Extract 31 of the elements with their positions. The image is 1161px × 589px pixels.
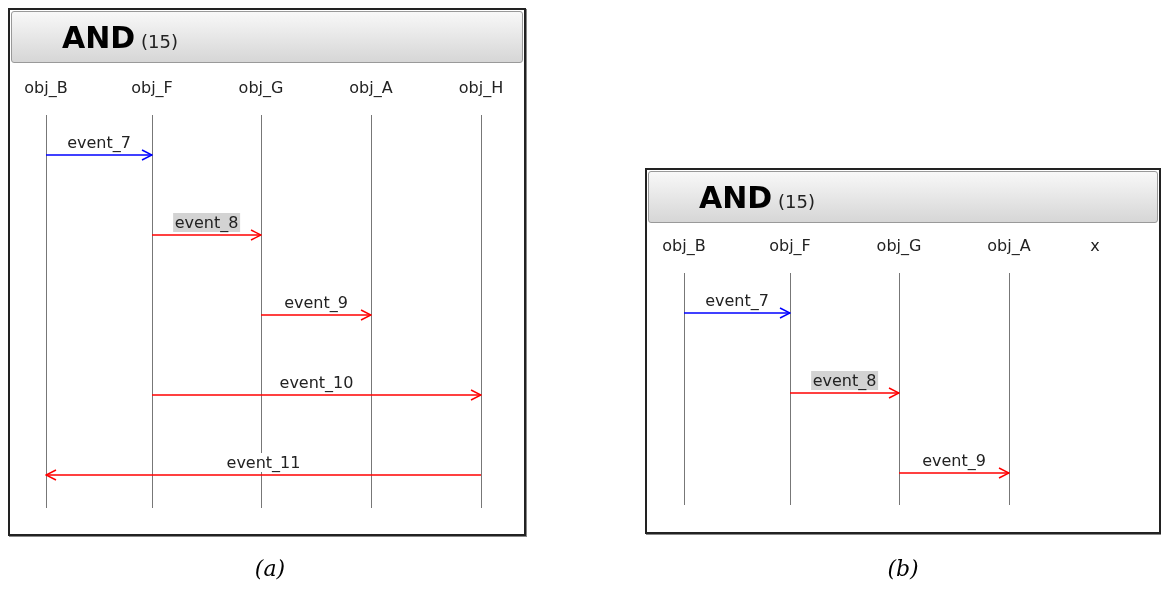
message-arrow xyxy=(260,309,372,321)
edge-label: event_9 xyxy=(282,293,350,312)
participant-name: obj_F xyxy=(768,236,812,255)
diagram-frame xyxy=(8,8,526,536)
participant-name: obj_A xyxy=(348,78,394,97)
message-arrow xyxy=(789,387,900,399)
message-arrow xyxy=(898,467,1010,479)
participant-name: x xyxy=(1089,236,1101,255)
message-arrow xyxy=(45,469,482,481)
participant-name: obj_F xyxy=(130,78,174,97)
participant-name: obj_H xyxy=(457,78,505,97)
panel-caption: (a) xyxy=(254,556,286,581)
panel-caption: (b) xyxy=(887,556,919,581)
diagram-frame xyxy=(645,168,1161,534)
message-arrow xyxy=(151,389,482,401)
message-arrow xyxy=(683,307,791,319)
edge-label: event_8 xyxy=(810,371,879,390)
frame-title: AND (15) xyxy=(699,180,815,215)
participant-name: obj_G xyxy=(875,236,923,255)
participant-name: obj_B xyxy=(661,236,707,255)
message-arrow xyxy=(151,229,262,241)
message-arrow xyxy=(45,149,153,161)
edge-label: event_10 xyxy=(277,373,356,392)
edge-label: event_7 xyxy=(703,291,771,310)
participant-name: obj_B xyxy=(23,78,69,97)
participant-name: obj_G xyxy=(237,78,285,97)
frame-title: AND (15) xyxy=(62,20,178,55)
edge-label: event_9 xyxy=(920,451,988,470)
participant-name: obj_A xyxy=(986,236,1032,255)
edge-label: event_8 xyxy=(172,213,241,232)
edge-label: event_7 xyxy=(65,133,133,152)
